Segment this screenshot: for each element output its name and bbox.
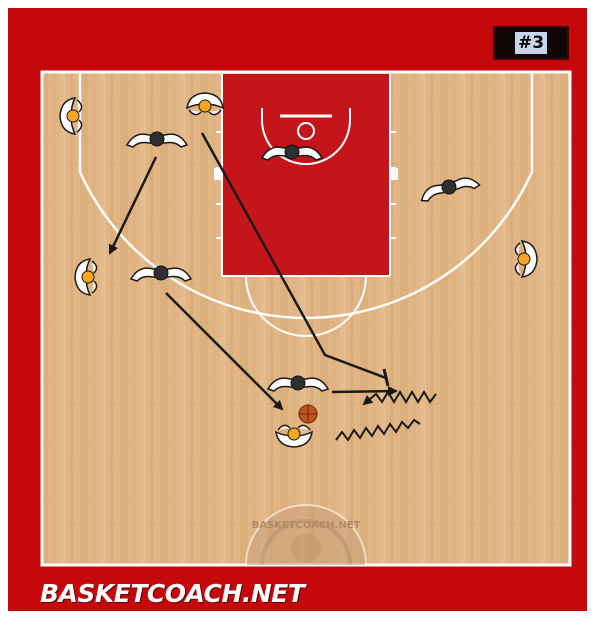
pass-arrow: [332, 391, 396, 392]
paint-area: [222, 74, 390, 276]
block-right: [390, 168, 398, 180]
basketball-icon: [299, 405, 317, 423]
block-left: [214, 168, 222, 180]
brand-footer: BASKETCOACH.NET: [40, 579, 304, 608]
play-number-label: #3: [515, 32, 547, 54]
svg-text:BASKETCOACH.NET: BASKETCOACH.NET: [252, 520, 361, 531]
play-number-badge: #3: [493, 26, 569, 60]
